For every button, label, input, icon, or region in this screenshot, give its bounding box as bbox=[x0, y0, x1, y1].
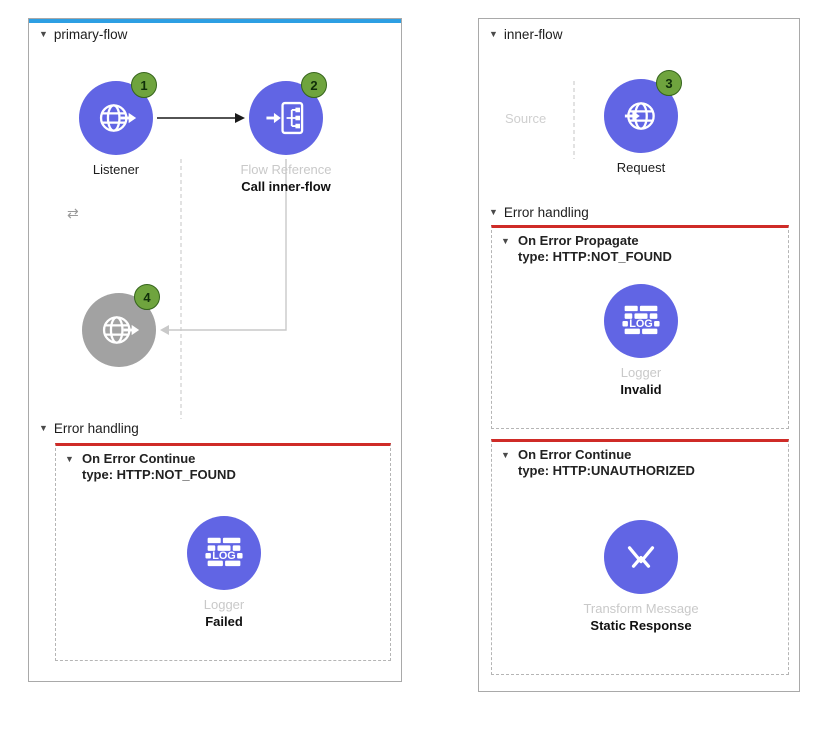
scope-header: On Error Propagate type: HTTP:NOT_FOUND bbox=[518, 233, 788, 265]
request-node[interactable] bbox=[604, 79, 678, 153]
logger-node-wrapper: LOG Logger Failed bbox=[149, 516, 299, 629]
globe-arrow-icon bbox=[99, 104, 137, 132]
node-type-label: Listener bbox=[92, 162, 140, 177]
primary-flow-header: ▼ primary-flow bbox=[39, 27, 127, 42]
globe-arrow-icon bbox=[102, 316, 140, 344]
collapse-icon[interactable]: ▼ bbox=[39, 29, 48, 39]
error-handling-title: Error handling bbox=[503, 205, 589, 220]
listener-node[interactable] bbox=[79, 81, 153, 155]
node-type-label: Flow Reference bbox=[240, 162, 332, 177]
node-type-label: Transform Message bbox=[583, 601, 699, 616]
scope-header: On Error Continue type: HTTP:UNAUTHORIZE… bbox=[518, 447, 788, 479]
scope-error-type: type: HTTP:UNAUTHORIZED bbox=[518, 463, 695, 478]
on-error-scope[interactable]: ▼ On Error Continue type: HTTP:UNAUTHORI… bbox=[491, 439, 789, 675]
step-badge: 3 bbox=[656, 70, 682, 96]
error-handling-title: Error handling bbox=[53, 421, 139, 436]
transform-node-wrapper: Transform Message Static Response bbox=[566, 520, 716, 633]
listener-node-wrapper: 1 ⇄ Listener bbox=[41, 72, 191, 221]
flow-reference-icon bbox=[266, 101, 304, 135]
step-badge: 4 bbox=[134, 284, 160, 310]
node-name-label: Request bbox=[616, 160, 666, 175]
primary-flow-canvas[interactable]: ▼ primary-flow 1 ⇄ Listener bbox=[28, 18, 402, 682]
inactive-listener-node-wrapper: 4 bbox=[44, 284, 194, 367]
node-name-label: Failed bbox=[205, 614, 243, 629]
svg-text:LOG: LOG bbox=[629, 318, 653, 330]
transform-message-node[interactable] bbox=[604, 520, 678, 594]
scope-header: On Error Continue type: HTTP:NOT_FOUND bbox=[82, 451, 390, 483]
flow-title: inner-flow bbox=[503, 27, 563, 42]
request-node-wrapper: 3 Request bbox=[566, 70, 716, 175]
collapse-icon[interactable]: ▼ bbox=[489, 207, 498, 217]
transform-message-icon bbox=[627, 546, 655, 568]
scope-collapse-icon[interactable]: ▼ bbox=[501, 450, 510, 460]
logger-icon: LOG bbox=[205, 537, 243, 567]
scope-error-type: type: HTTP:NOT_FOUND bbox=[518, 249, 672, 264]
flow-title: primary-flow bbox=[53, 27, 128, 42]
scope-type-label: On Error Propagate bbox=[518, 233, 639, 248]
logger-node[interactable]: LOG bbox=[604, 284, 678, 358]
error-handling-header: ▼ Error handling bbox=[39, 421, 139, 436]
error-handling-header: ▼ Error handling bbox=[489, 205, 589, 220]
on-error-scope[interactable]: ▼ On Error Propagate type: HTTP:NOT_FOUN… bbox=[491, 225, 789, 429]
scope-collapse-icon[interactable]: ▼ bbox=[65, 454, 74, 464]
scope-type-label: On Error Continue bbox=[518, 447, 632, 462]
scope-collapse-icon[interactable]: ▼ bbox=[501, 236, 510, 246]
logger-icon: LOG bbox=[622, 305, 660, 335]
svg-text:LOG: LOG bbox=[212, 550, 236, 562]
step-badge: 2 bbox=[301, 72, 327, 98]
flow-selection-bar bbox=[29, 19, 401, 23]
flow-reference-node-wrapper: 2 Flow Reference Call inner-flow bbox=[211, 72, 361, 194]
source-placeholder: Source bbox=[505, 111, 547, 126]
exchange-icon: ⇄ bbox=[67, 205, 79, 221]
collapse-icon[interactable]: ▼ bbox=[39, 423, 48, 433]
step-badge: 1 bbox=[131, 72, 157, 98]
collapse-icon[interactable]: ▼ bbox=[489, 29, 498, 39]
node-type-label: Logger bbox=[203, 597, 245, 612]
node-name-label: Invalid bbox=[620, 382, 662, 397]
scope-error-type: type: HTTP:NOT_FOUND bbox=[82, 467, 236, 482]
on-error-scope[interactable]: ▼ On Error Continue type: HTTP:NOT_FOUND bbox=[55, 443, 391, 661]
inner-flow-header: ▼ inner-flow bbox=[489, 27, 562, 42]
node-type-label: Logger bbox=[620, 365, 662, 380]
node-name-label: Static Response bbox=[590, 618, 692, 633]
logger-node-wrapper: LOG Logger Invalid bbox=[566, 284, 716, 397]
scope-type-label: On Error Continue bbox=[82, 451, 196, 466]
globe-arrow-icon bbox=[624, 102, 655, 130]
node-name-label: Call inner-flow bbox=[241, 179, 331, 194]
logger-node[interactable]: LOG bbox=[187, 516, 261, 590]
inner-flow-canvas[interactable]: ▼ inner-flow Source 3 Request ▼ Error ha… bbox=[478, 18, 800, 692]
